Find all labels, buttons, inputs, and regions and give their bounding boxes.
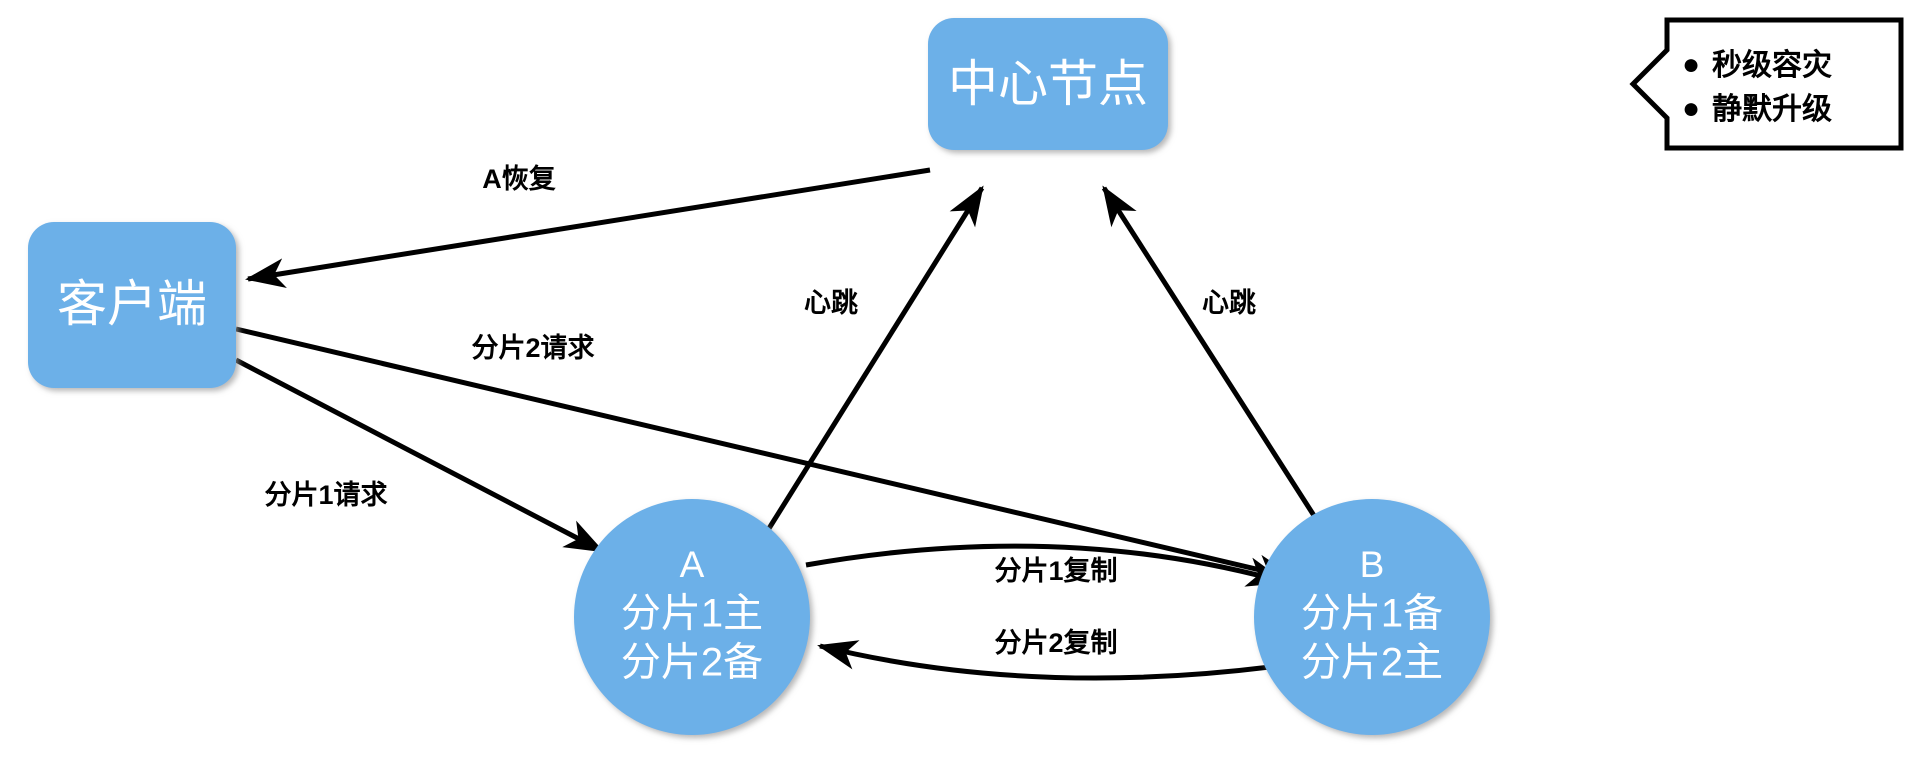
node-a-line2: 分片1主	[621, 592, 763, 636]
node-client-shape	[28, 222, 236, 388]
edge-label-shard1-request: 分片1请求	[264, 480, 387, 510]
edge-shard2-request	[235, 326, 1297, 585]
edge-label-shard2-request: 分片2请求	[471, 333, 594, 363]
edge-label-heartbeat-left: 心跳	[804, 288, 858, 318]
edge-label-shard2-replicate: 分片2复制	[994, 628, 1117, 658]
edge-shard1-replicate-line	[805, 543, 1287, 587]
edge-shard2-replicate-line	[817, 640, 1301, 681]
edge-label-shard1-replicate: 分片1复制	[994, 556, 1117, 586]
callout-item-label-2: 静默升级	[1712, 93, 1832, 126]
callout-bullet-icon-1: ●	[1682, 48, 1700, 81]
node-b-label: B	[1360, 544, 1385, 585]
edge-shard1-replicate	[805, 543, 1287, 587]
node-client-label: 客户端	[57, 276, 207, 332]
edge-shard2-replicate	[817, 640, 1301, 681]
node-a-label: A	[680, 544, 705, 585]
callout-box: ● 秒级容灾 ● 静默升级	[1629, 17, 1904, 151]
node-b-shape	[1254, 499, 1490, 735]
edge-heartbeat-left-line	[765, 185, 985, 532]
node-center-label: 中心节点	[948, 56, 1148, 112]
callout-box-shape	[1629, 17, 1904, 151]
callout-item-label-1: 秒级容灾	[1712, 48, 1832, 82]
edge-shard1-request	[234, 357, 605, 554]
node-a[interactable]: A 分片1主 分片2备	[574, 499, 810, 735]
callout-bullet-icon-2: ●	[1682, 92, 1700, 125]
node-b-line3: 分片2主	[1301, 641, 1443, 685]
node-center[interactable]: 中心节点	[928, 18, 1168, 150]
node-center-shape	[928, 18, 1168, 150]
edge-a-recover-line	[245, 167, 931, 288]
node-client[interactable]: 客户端	[28, 222, 236, 388]
node-b[interactable]: B 分片1备 分片2主	[1254, 499, 1490, 735]
node-a-shape	[574, 499, 810, 735]
node-b-line2: 分片1备	[1301, 592, 1443, 636]
edge-heartbeat-right	[1101, 185, 1323, 527]
edge-label-a-recover: A恢复	[482, 164, 556, 194]
edge-heartbeat-right-line	[1101, 185, 1323, 527]
node-a-line3: 分片2备	[621, 641, 763, 685]
edge-a-recover	[245, 167, 931, 288]
edge-shard1-request-line	[234, 357, 605, 554]
edge-heartbeat-left	[765, 185, 985, 532]
edge-label-heartbeat-right: 心跳	[1202, 288, 1256, 318]
edge-shard2-request-line	[235, 326, 1297, 585]
